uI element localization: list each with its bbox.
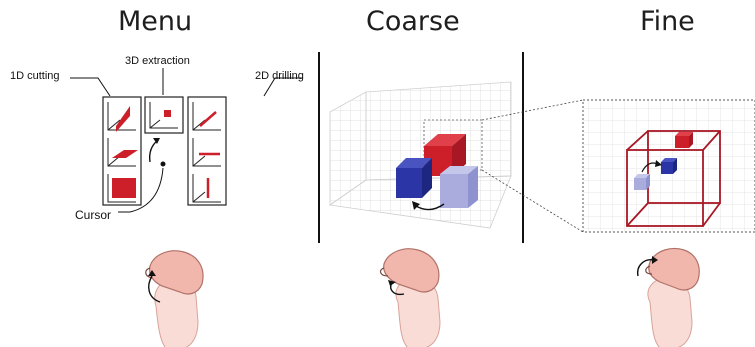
axes-icon (107, 138, 138, 167)
menu-2d-drilling-box (187, 96, 227, 206)
axes-icon (192, 174, 221, 203)
hand-gesture-icon (379, 248, 441, 347)
label-cursor: Cursor (75, 208, 112, 222)
blue-cube (396, 158, 432, 198)
axes-icon (149, 102, 178, 129)
label-3d-extraction: 3D extraction (125, 55, 190, 67)
coarse-panel (328, 81, 584, 233)
axes-icon (192, 138, 221, 167)
coarse-title: Coarse (366, 6, 460, 37)
small-blue-cube (661, 158, 677, 174)
small-red-cube (675, 132, 693, 148)
axes-icon (107, 102, 136, 132)
fine-title: Fine (640, 6, 695, 37)
curved-arrow-icon (415, 203, 445, 211)
menu-title: Menu (118, 6, 193, 37)
menu-3d-extraction-box (144, 96, 184, 134)
hand-gesture-icon (145, 250, 204, 347)
light-blue-cube (440, 166, 478, 208)
menu-panel (70, 68, 303, 213)
hand-gesture-icon (637, 247, 700, 347)
axes-icon (107, 174, 136, 203)
label-1d-cutting: 1D cutting (10, 70, 60, 82)
menu-1d-cutting-box (102, 96, 142, 206)
small-light-blue-cube (634, 174, 650, 190)
cursor-dot-icon (160, 161, 166, 167)
axes-icon (192, 102, 221, 131)
fine-panel (582, 99, 755, 233)
label-2d-drilling: 2D drilling (255, 70, 304, 82)
fine-bounding-cube (626, 130, 721, 227)
